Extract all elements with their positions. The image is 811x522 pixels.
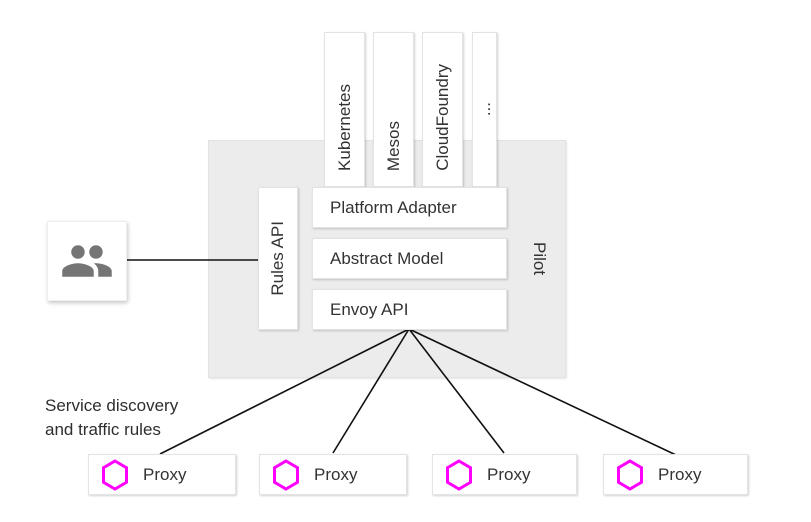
platform-label-cloudfoundry: CloudFoundry <box>432 64 452 171</box>
proxy-box-2: Proxy <box>259 454 407 495</box>
rules-api-label: Rules API <box>268 221 287 296</box>
proxy-label: Proxy <box>314 464 358 484</box>
rules-api-box: Rules API <box>258 187 298 330</box>
platform-adapter-box: Platform Adapter <box>312 187 507 228</box>
platform-label-mesos: Mesos <box>383 120 403 171</box>
hexagon-icon <box>446 458 472 491</box>
platform-box-cloudfoundry: CloudFoundry <box>422 32 463 187</box>
proxy-box-1: Proxy <box>88 454 236 495</box>
proxy-box-4: Proxy <box>603 454 748 495</box>
platform-box-ellipsis: ... <box>472 32 497 187</box>
proxy-label: Proxy <box>143 464 187 484</box>
pilot-label-container: Pilot <box>524 187 554 330</box>
hexagon-icon <box>617 458 643 491</box>
envoy-api-label: Envoy API <box>330 299 409 319</box>
abstract-model-label: Abstract Model <box>330 248 444 268</box>
people-icon <box>62 245 112 277</box>
platform-box-kubernetes: Kubernetes <box>324 32 365 187</box>
hexagon-icon <box>273 458 299 491</box>
proxy-label: Proxy <box>658 464 702 484</box>
platform-adapter-label: Platform Adapter <box>330 197 457 217</box>
pilot-label: Pilot <box>530 241 549 276</box>
proxy-box-3: Proxy <box>432 454 577 495</box>
proxy-label: Proxy <box>487 464 531 484</box>
annotation-line-1: Service discovery <box>45 396 179 415</box>
abstract-model-box: Abstract Model <box>312 238 507 279</box>
annotation-line-2: and traffic rules <box>45 420 161 439</box>
hexagon-icon <box>102 458 128 491</box>
platform-label-ellipsis: ... <box>474 102 494 117</box>
platform-box-mesos: Mesos <box>373 32 414 187</box>
envoy-api-box: Envoy API <box>312 289 507 330</box>
users-box <box>47 221 127 301</box>
platform-label-kubernetes: Kubernetes <box>334 84 354 171</box>
service-discovery-annotation: Service discovery and traffic rules <box>45 394 178 442</box>
